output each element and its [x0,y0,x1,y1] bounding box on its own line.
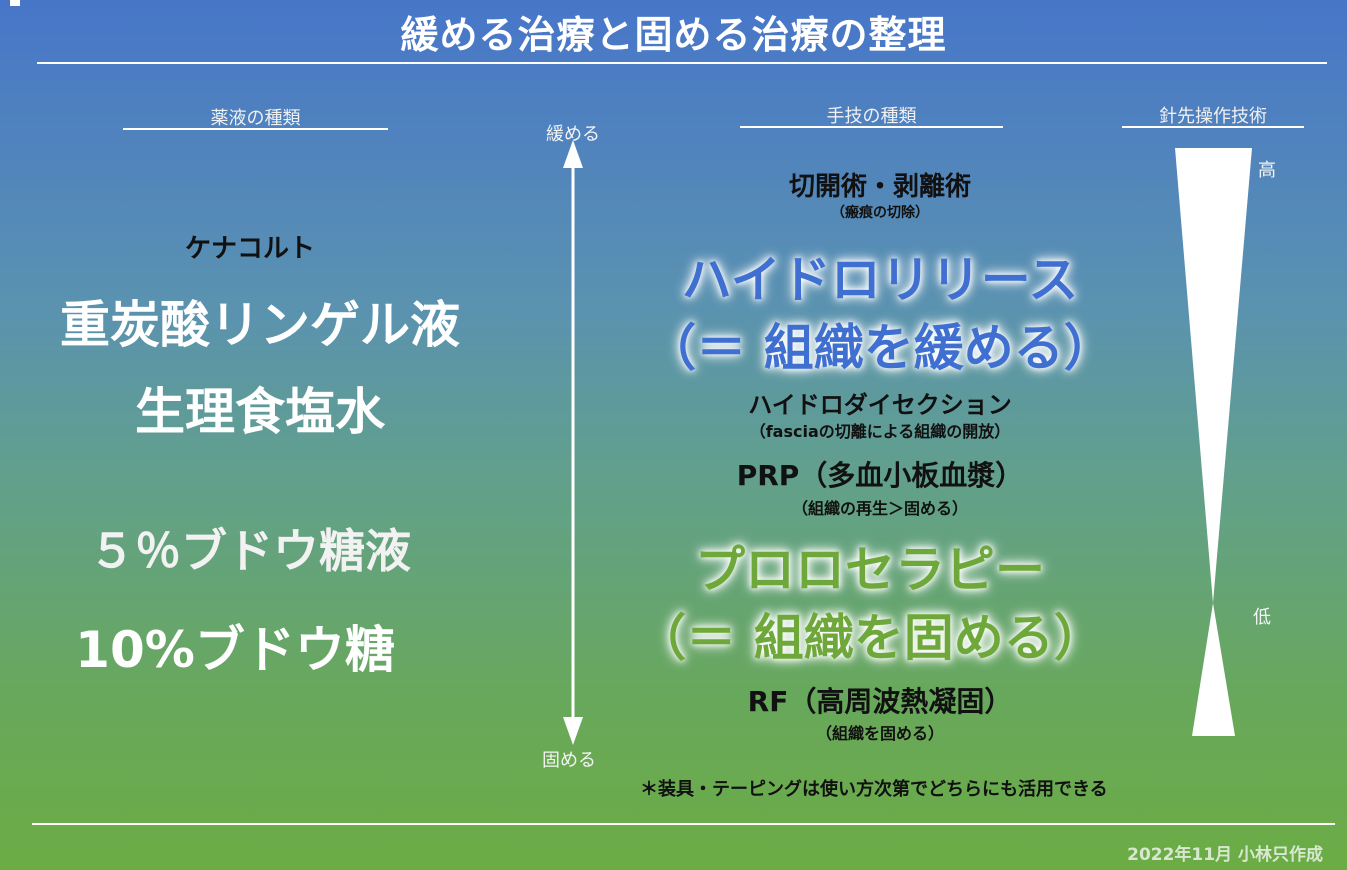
axis-top-label: 緩める [546,124,600,145]
technique-note: （fasciaの切離による組織の開放） [749,422,1011,441]
double-arrow-icon [563,140,583,745]
needle-column-header: 針先操作技術 [1159,106,1267,127]
divider [740,126,1003,128]
title-divider [37,62,1327,64]
divider [1122,126,1304,128]
page-title: 緩める治療と固める治療の整理 [400,13,947,57]
drug-item: ５％ブドウ糖液 [89,524,411,578]
needle-level-high: 高 [1258,160,1276,181]
drug-item: 重炭酸リンゲル液 [60,296,460,354]
drugs-column-header: 薬液の種類 [210,108,301,129]
technique-note-highlight: （＝ 組織を固める） [636,609,1104,667]
technique-name-highlight: ハイドロリリース [681,251,1079,309]
technique-name: ハイドロダイセクション [748,391,1012,419]
techniques-column-header: 手技の種類 [826,106,917,127]
needle-level-low: 低 [1253,607,1271,628]
technique-name-highlight: プロロセラピー [695,541,1045,599]
divider [123,128,388,130]
credit: 2022年11月 小林只作成 [1127,845,1323,865]
technique-note: （瘢痕の切除） [831,205,929,221]
drug-item: 生理食塩水 [135,383,385,441]
technique-name: RF（高周波熱凝固） [747,685,1013,718]
corner-mark [10,0,20,6]
technique-note: （組織を固める） [815,724,944,743]
drug-item: 10%ブドウ糖 [75,621,395,679]
axis-bottom-label: 固める [542,750,596,771]
needle-level-hourglass-icon [1175,148,1252,736]
drug-item: ケナコルト [184,234,315,264]
bottom-divider [32,823,1335,825]
technique-note: （組織の再生＞固める） [791,499,968,518]
technique-name: PRP（多血小板血漿） [736,459,1024,492]
footnote: ＊装具・テーピングは使い方次第でどちらにも活用できる [640,779,1108,800]
technique-name: 切開術・剥離術 [788,172,971,202]
technique-note-highlight: （＝ 組織を緩める） [646,319,1114,377]
